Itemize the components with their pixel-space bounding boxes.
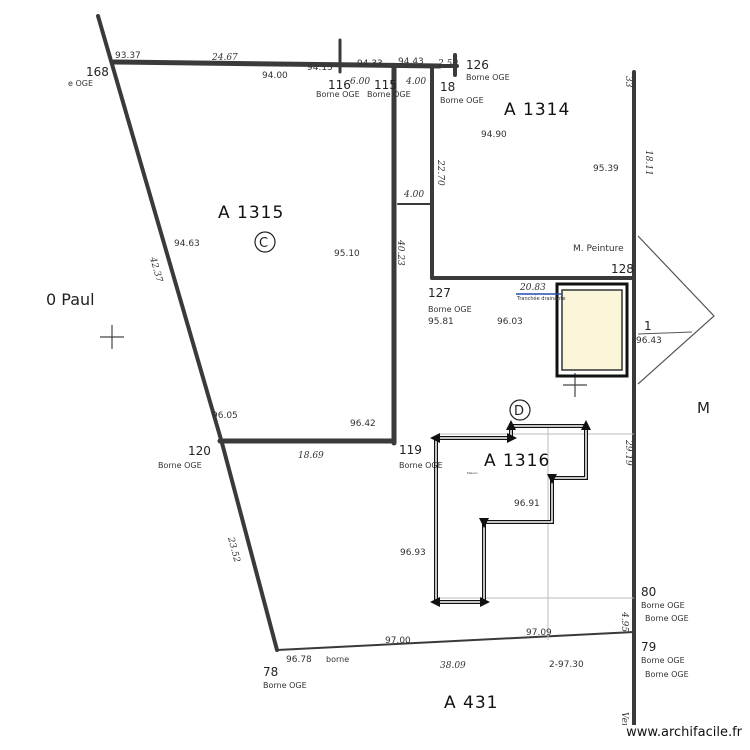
svg-text:Borne OGE: Borne OGE: [428, 305, 472, 314]
svg-text:96.93: 96.93: [400, 548, 426, 558]
parcel-a431: A 431: [444, 693, 498, 713]
drain-trench-label: Tranchée drainante: [516, 295, 565, 302]
svg-text:Borne OGE: Borne OGE: [645, 670, 689, 679]
length-values: 24.67 6.00 4.00 2.50 4.00 20.83 18.69 38…: [147, 53, 653, 728]
svg-text:96.42: 96.42: [350, 419, 376, 429]
svg-text:Borne OGE: Borne OGE: [440, 96, 484, 105]
svg-text:78: 78: [263, 665, 278, 679]
svg-text:18.69: 18.69: [298, 451, 324, 461]
svg-text:168: 168: [86, 65, 109, 79]
svg-text:97.09: 97.09: [526, 628, 552, 638]
construction-lines: [440, 424, 634, 640]
svg-text:Borne OGE: Borne OGE: [263, 681, 307, 690]
cross-marks: [100, 325, 587, 397]
neighbor-name: 0 Paul: [46, 290, 95, 309]
svg-text:2-97.30: 2-97.30: [549, 660, 584, 670]
right-triangle-outline: [637, 235, 715, 385]
svg-text:93.37: 93.37: [115, 51, 141, 61]
svg-text:38.09: 38.09: [440, 661, 466, 671]
svg-text:Borne OGE: Borne OGE: [641, 656, 685, 665]
svg-text:4.00: 4.00: [405, 77, 426, 87]
svg-text:94.33: 94.33: [357, 59, 383, 69]
svg-text:4.95: 4.95: [619, 611, 629, 632]
parcel-a1316: A 1316: [484, 451, 550, 471]
svg-text:95.39: 95.39: [593, 164, 619, 174]
svg-text:94.00: 94.00: [262, 71, 288, 81]
svg-text:119: 119: [399, 443, 422, 457]
svg-text:33: 33: [623, 76, 633, 88]
svg-text:79: 79: [641, 640, 656, 654]
svg-text:96.78: 96.78: [286, 655, 312, 665]
svg-text:96.91: 96.91: [514, 499, 540, 509]
svg-text:97.00: 97.00: [385, 636, 411, 646]
lot-d-letter: D: [514, 404, 524, 419]
svg-text:96.05: 96.05: [212, 411, 238, 421]
boundary-left-diagonal: [96, 14, 224, 445]
svg-text:23.52: 23.52: [225, 535, 242, 564]
svg-text:94.90: 94.90: [481, 130, 507, 140]
svg-text:128: 128: [611, 262, 634, 276]
svg-text:96.43: 96.43: [636, 336, 662, 346]
house-arrows: [430, 420, 591, 607]
svg-text:29.19: 29.19: [623, 439, 633, 466]
watermark-link[interactable]: www.archifacile.fr: [624, 725, 744, 740]
borne-numbers: 168 116 115 18 126 127 128 120 119 80 79…: [86, 58, 656, 679]
right-letter: M: [697, 399, 710, 417]
svg-text:22.70: 22.70: [435, 159, 445, 186]
svg-text:4.00: 4.00: [403, 190, 424, 200]
svg-text:96.03: 96.03: [497, 317, 523, 327]
parcel-a1314: A 1314: [504, 100, 570, 120]
svg-text:Borne OGE: Borne OGE: [158, 461, 202, 470]
svg-text:115: 115: [374, 78, 397, 92]
boundary-top: [111, 59, 443, 69]
svg-text:6.00: 6.00: [350, 77, 370, 87]
svg-text:94.63: 94.63: [174, 239, 200, 249]
svg-text:20.83: 20.83: [519, 283, 546, 293]
svg-text:95.10: 95.10: [334, 249, 360, 259]
svg-text:borne: borne: [326, 655, 349, 664]
borne-oge-labels: e OGE Borne OGE Borne OGE Borne OGE Born…: [68, 73, 689, 690]
svg-text:e OGE: e OGE: [68, 79, 93, 88]
lot-d-circle: [509, 399, 531, 421]
svg-text:Ver: Ver: [619, 712, 629, 728]
svg-text:Borne OGE: Borne OGE: [466, 73, 510, 82]
right-triangle-base: [637, 331, 693, 335]
peinture-label: M. Peinture: [573, 244, 624, 254]
svg-text:40.23: 40.23: [395, 239, 405, 266]
svg-text:Borne OGE: Borne OGE: [645, 614, 689, 623]
parcel-a1315: A 1315: [218, 203, 284, 223]
lot-c-letter: C: [259, 236, 268, 251]
svg-text:42.37: 42.37: [147, 255, 164, 284]
svg-text:126: 126: [466, 58, 489, 72]
altitude-values: 93.37 94.00 94.13 94.33 94.43 94.90 95.3…: [115, 51, 662, 670]
annex-outline: [555, 282, 629, 378]
svg-text:120: 120: [188, 444, 211, 458]
svg-text:1: 1: [644, 319, 652, 333]
svg-text:127: 127: [428, 286, 451, 300]
annex-building[interactable]: [561, 289, 623, 371]
svg-text:116: 116: [328, 78, 351, 92]
boundary-lower-left: [220, 441, 279, 652]
svg-text:24.67: 24.67: [211, 53, 238, 63]
svg-text:94.43: 94.43: [398, 57, 424, 67]
svg-text:Borne OGE: Borne OGE: [399, 461, 443, 470]
svg-text:Borne OGE: Borne OGE: [316, 90, 360, 99]
svg-text:18.11: 18.11: [643, 150, 653, 176]
house-label: Maison: [467, 471, 478, 475]
svg-text:2.50: 2.50: [437, 59, 458, 69]
parcel-boundaries: [96, 14, 636, 737]
boundary-bottom: [276, 631, 635, 651]
svg-text:80: 80: [641, 585, 656, 599]
lot-c-circle: [254, 231, 276, 253]
svg-text:Borne OGE: Borne OGE: [367, 90, 411, 99]
svg-text:95.81: 95.81: [428, 317, 454, 327]
svg-text:Borne OGE: Borne OGE: [641, 601, 685, 610]
svg-text:94.13: 94.13: [307, 63, 333, 73]
svg-text:18: 18: [440, 80, 455, 94]
